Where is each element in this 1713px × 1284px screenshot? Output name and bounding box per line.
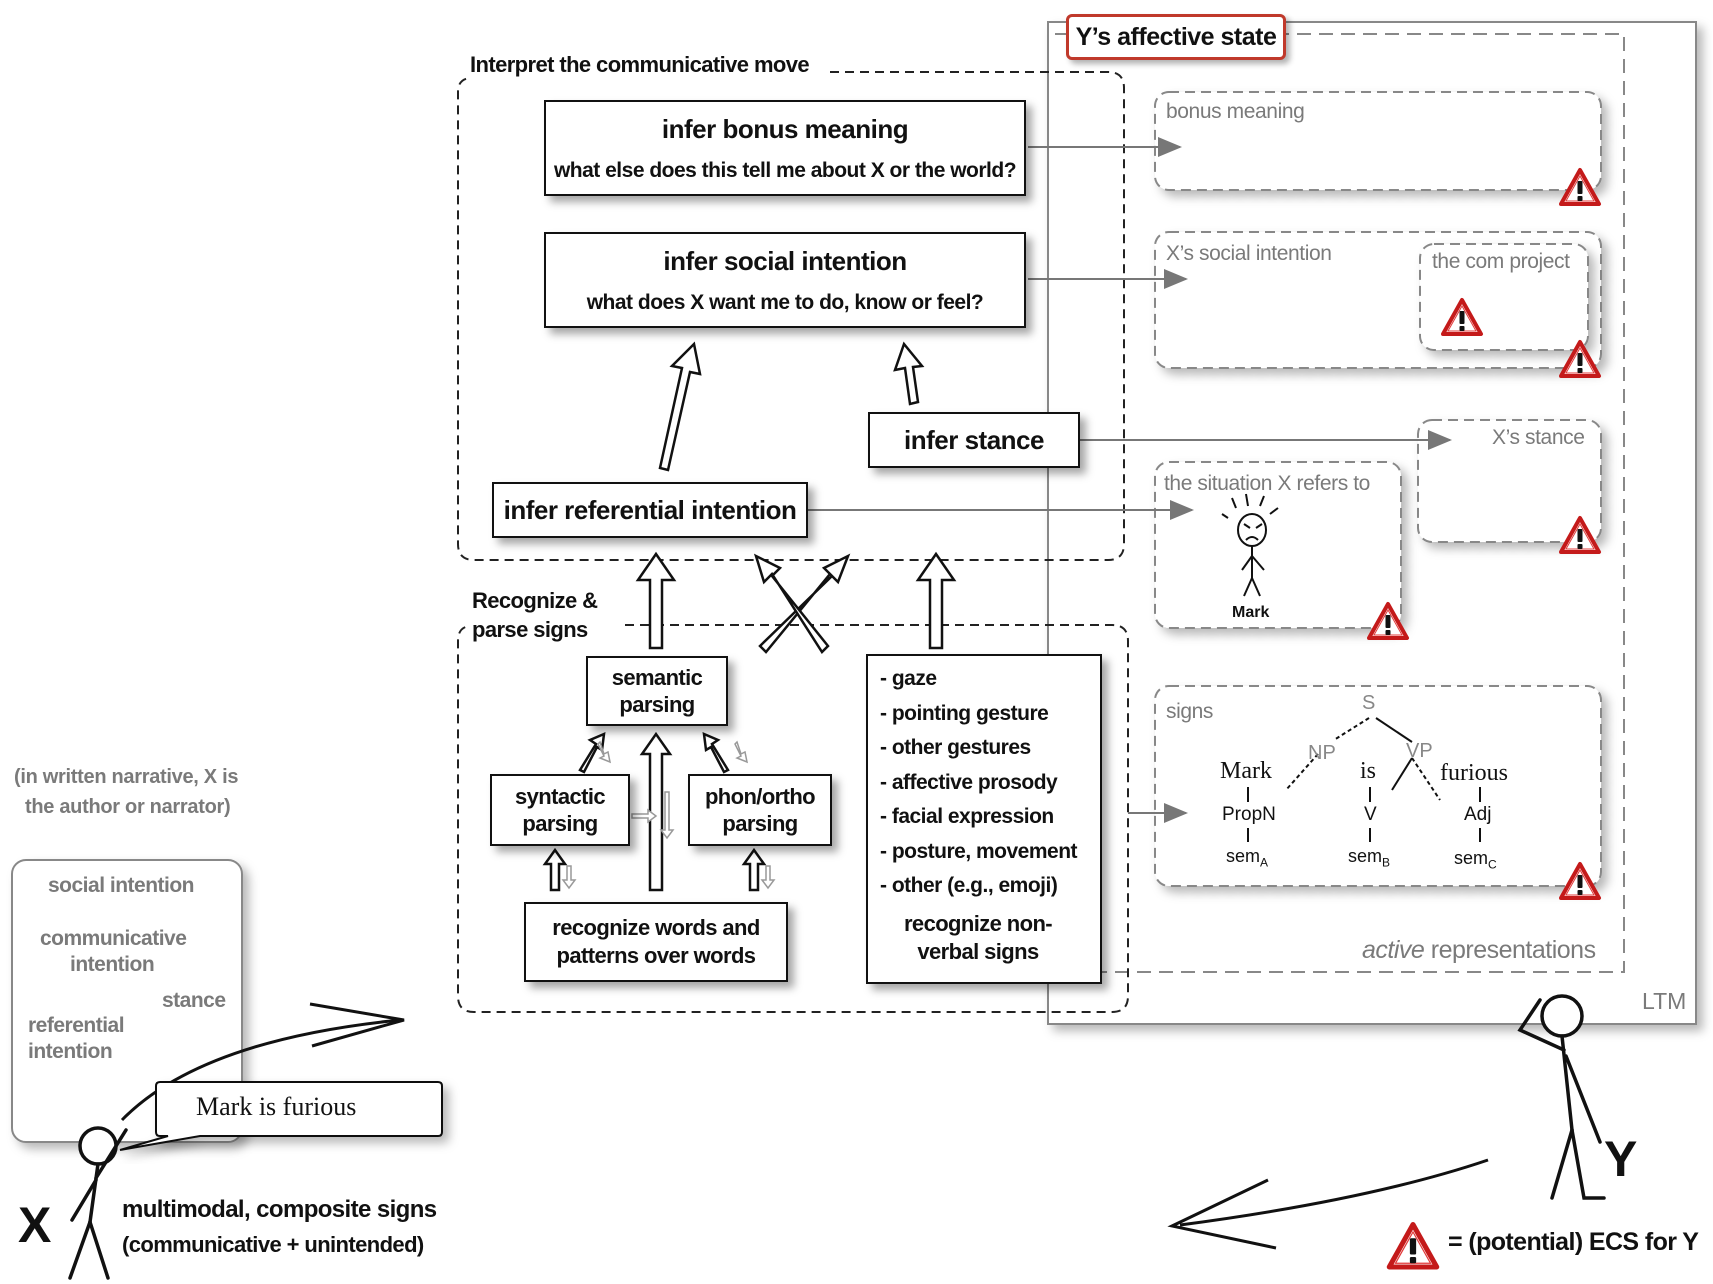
nonverbal-footer-1: recognize non- <box>903 910 1053 936</box>
x-note-line1: (in written narrative, X is <box>14 766 239 788</box>
ltm-label: LTM <box>1642 988 1687 1014</box>
thought-communicative: communicative <box>40 927 187 950</box>
nonverbal-item: - pointing gesture <box>880 701 1049 725</box>
thought-intention-2: intention <box>28 1040 113 1063</box>
active-representations-label: active representations <box>1362 936 1596 964</box>
social-intention-label: X’s social intention <box>1166 242 1332 265</box>
infer-stance-title: infer stance <box>904 424 1044 455</box>
x-thought-bubble <box>11 859 243 1143</box>
mark-figure-label: Mark <box>1232 604 1270 621</box>
infer-stance-box: infer stance <box>868 412 1080 468</box>
thought-stance: stance <box>162 989 226 1012</box>
arrow-nonverbal-to-stance <box>915 551 957 650</box>
phon-line2: parsing <box>722 811 798 836</box>
recognize-region <box>457 624 1129 1013</box>
arrow-semantic-to-referential <box>635 551 677 650</box>
recognize-label-2: parse signs <box>472 617 588 642</box>
semantic-line1: semantic <box>611 665 703 690</box>
tree-pos-adj: Adj <box>1464 804 1492 825</box>
x-gesture-arrow <box>120 1018 401 1122</box>
com-project-label: the com project <box>1432 250 1570 273</box>
words-line1: recognize words and <box>552 915 760 940</box>
phon-line1: phon/ortho <box>704 784 816 809</box>
speaker-x-figure <box>68 1126 128 1280</box>
tree-pos-propn: PropN <box>1222 804 1276 825</box>
warning-icon <box>1389 1225 1437 1268</box>
infer-bonus-title: infer bonus meaning <box>661 113 909 144</box>
semantic-line2: parsing <box>619 692 695 717</box>
arrow-phon-to-semantic <box>702 731 730 774</box>
stance-rep <box>1417 419 1602 543</box>
bonus-meaning-label: bonus meaning <box>1166 100 1305 123</box>
arrow-words-to-phon <box>741 847 767 892</box>
infer-referential-box: infer referential intention <box>492 482 808 538</box>
nonverbal-footer-2: verbal signs <box>917 938 1039 964</box>
tree-np: NP <box>1308 742 1336 764</box>
infer-social-title: infer social intention <box>663 245 907 276</box>
nonverbal-item: - posture, movement <box>880 839 1078 863</box>
y-response-arrow <box>1179 1158 1489 1227</box>
thought-referential: referential <box>28 1014 125 1037</box>
tree-pos-v: V <box>1364 804 1377 825</box>
stance-label: X’s stance <box>1492 426 1585 449</box>
tree-sem-a: semA <box>1226 846 1269 870</box>
thought-social-intention: social intention <box>48 874 195 897</box>
recognize-label-1: Recognize & <box>472 588 598 613</box>
infer-social-intention-box: infer social intention what does X want … <box>544 232 1026 328</box>
listener-y-figure <box>1517 994 1606 1200</box>
y-affective-state-title: Y’s affective state <box>1066 14 1286 60</box>
infer-bonus-meaning-box: infer bonus meaning what else does this … <box>544 100 1026 196</box>
situation-rep <box>1154 461 1402 629</box>
arrow-words-to-semantic <box>639 731 673 892</box>
speech-text: Mark is furious <box>196 1092 357 1121</box>
thought-intention-1: intention <box>70 953 155 976</box>
tree-word-mark: Mark <box>1220 758 1272 784</box>
syntactic-parsing-box: syntactic parsing <box>490 774 630 846</box>
nonverbal-list: - gaze - pointing gesture - other gestures… <box>880 662 1078 904</box>
tree-sem-c: semC <box>1454 848 1497 872</box>
ecs-legend: = (potential) ECS for Y <box>1448 1228 1699 1256</box>
arrow-cross-right <box>758 553 851 654</box>
syntactic-line2: parsing <box>522 811 598 836</box>
situation-label: the situation X refers to <box>1164 472 1370 495</box>
tree-vp: VP <box>1406 740 1433 762</box>
tree-word-furious: furious <box>1440 760 1508 786</box>
nonverbal-signs-box: - gaze - pointing gesture - other gestures… <box>866 654 1102 984</box>
signs-label: signs <box>1166 700 1214 723</box>
nonverbal-item: - facial expression <box>880 805 1054 828</box>
arrow-words-to-syntactic <box>542 847 568 892</box>
mark-angry-figure <box>1221 493 1279 597</box>
x-speech-bubble <box>119 1081 443 1151</box>
x-label: X <box>18 1197 52 1253</box>
interpret-region <box>457 71 1125 561</box>
tree-root: S <box>1362 692 1376 714</box>
arrow-cross-left <box>753 553 830 654</box>
nonverbal-item: - gaze <box>880 667 937 690</box>
bonus-meaning-rep <box>1154 91 1602 191</box>
signs-rep <box>1154 685 1602 887</box>
tree-sem-b: semB <box>1348 846 1391 870</box>
phon-ortho-parsing-box: phon/ortho parsing <box>688 774 832 846</box>
infer-bonus-sub: what else does this tell me about X or t… <box>553 158 1017 182</box>
nonverbal-item: - affective prosody <box>880 770 1058 794</box>
x-signs-line1: multimodal, composite signs <box>122 1196 437 1223</box>
infer-referential-title: infer referential intention <box>503 494 797 525</box>
arrow-stance-to-social <box>893 341 925 406</box>
y-label: Y <box>1604 1131 1638 1187</box>
interpret-label: Interpret the communicative move <box>470 52 810 77</box>
arrow-syntactic-to-semantic <box>578 731 606 774</box>
arrow-ref-to-social <box>658 341 702 472</box>
semantic-parsing-box: semantic parsing <box>586 656 728 726</box>
active-representations-frame <box>1055 33 1625 973</box>
nonverbal-item: - other (e.g., emoji) <box>880 874 1058 897</box>
x-signs-line2: (communicative + unintended) <box>122 1232 424 1257</box>
tree-word-is: is <box>1360 758 1377 784</box>
syntactic-line1: syntactic <box>515 784 606 809</box>
infer-social-sub: what does X want me to do, know or feel? <box>586 290 984 314</box>
recognize-words-box: recognize words and patterns over words <box>524 902 788 982</box>
words-line2: patterns over words <box>556 943 756 968</box>
x-note-line2: the author or narrator) <box>25 796 231 818</box>
nonverbal-item: - other gestures <box>880 736 1031 759</box>
